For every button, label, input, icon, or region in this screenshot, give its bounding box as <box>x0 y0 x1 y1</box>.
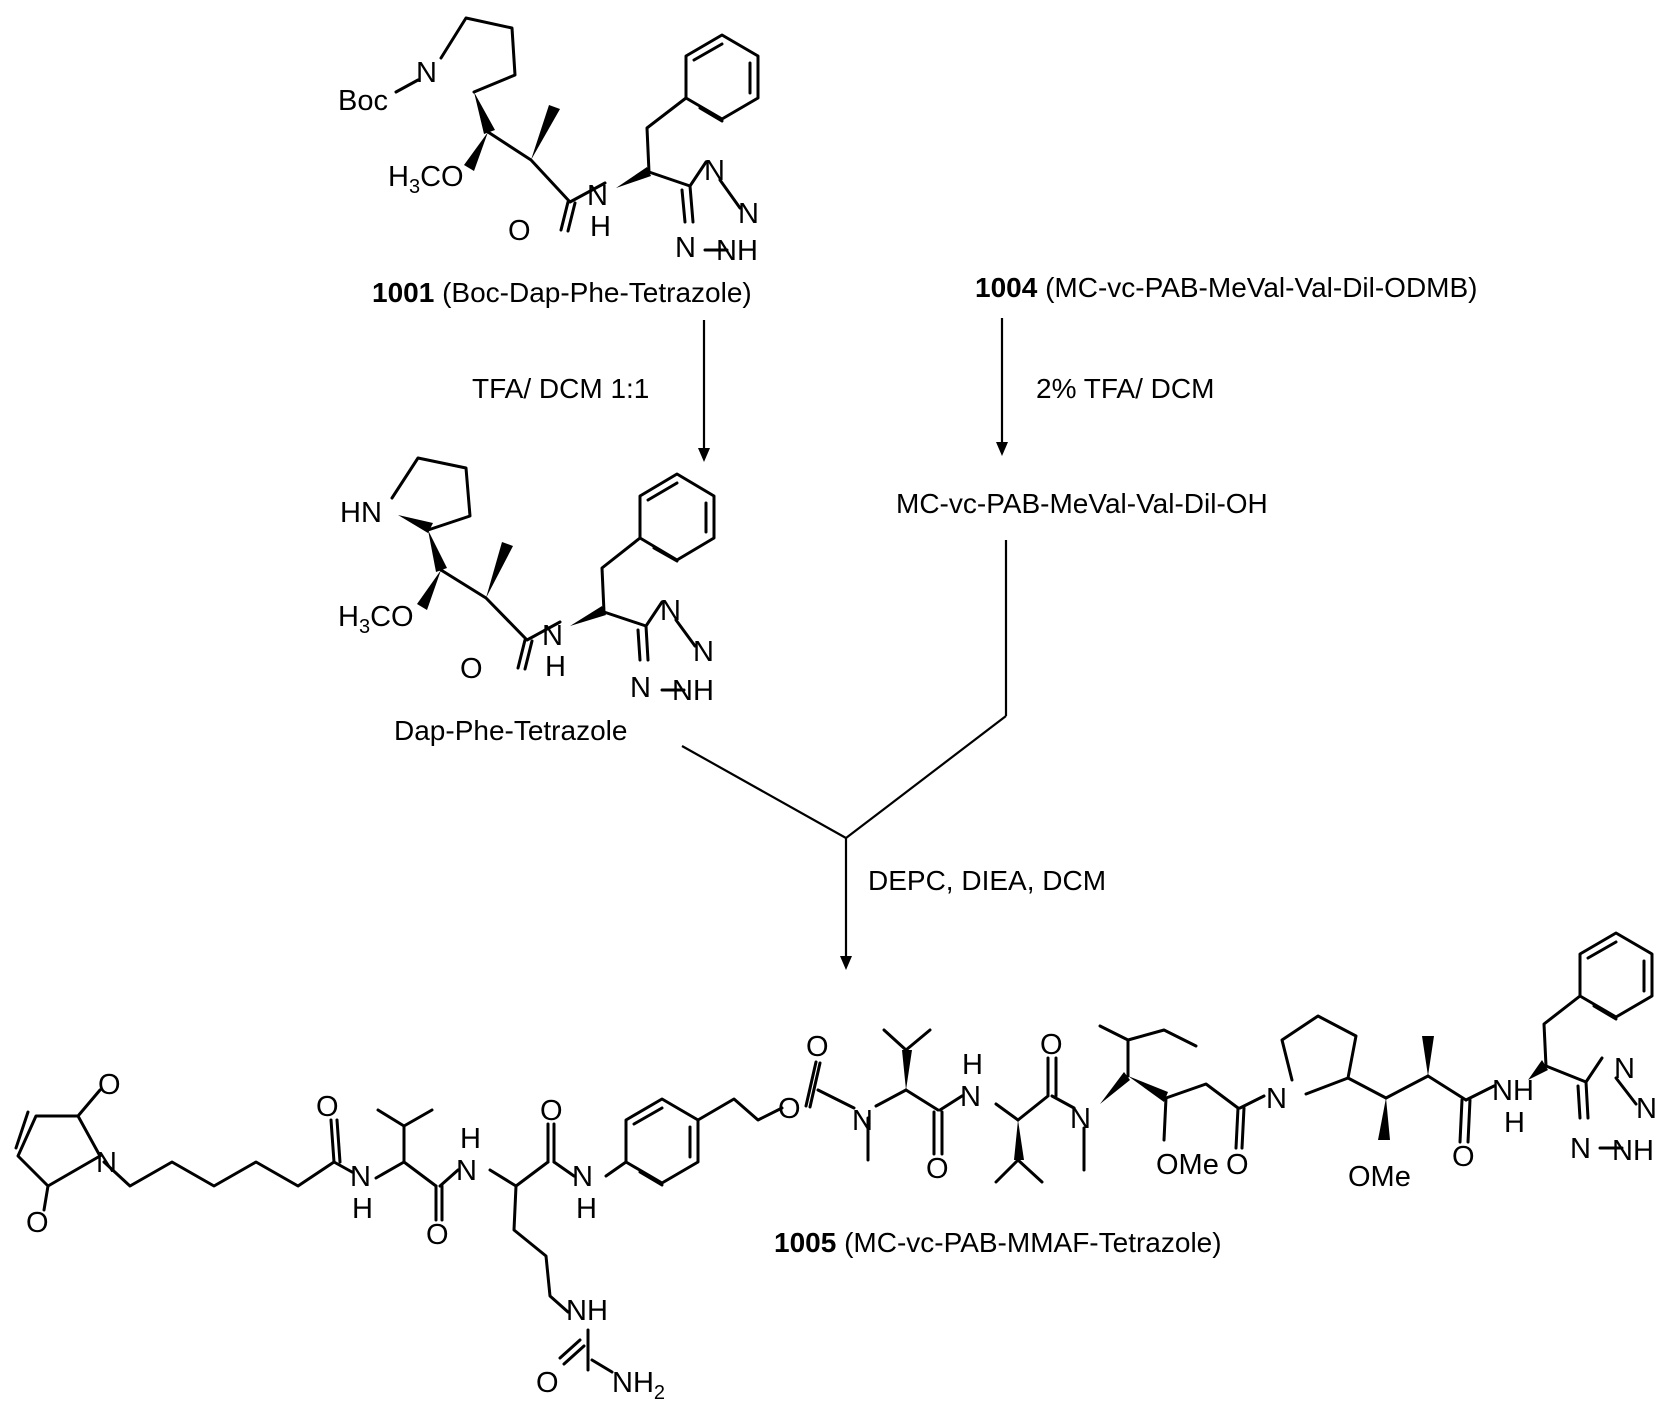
compound-dap-phe-label: Dap-Phe-Tetrazole <box>394 715 627 746</box>
atom-label: O <box>1040 1029 1063 1061</box>
condition-coupling: DEPC, DIEA, DCM <box>868 865 1106 896</box>
arrow-step2 <box>996 318 1008 456</box>
atom-label: H <box>962 1049 983 1081</box>
atom-label: N <box>852 1105 873 1137</box>
condition-step2: 2% TFA/ DCM <box>1036 373 1214 404</box>
condition-step1: TFA/ DCM 1:1 <box>472 373 649 404</box>
atom-label: N <box>704 155 725 187</box>
atom-label: OMe <box>1156 1149 1219 1181</box>
atom-label: O <box>536 1367 559 1399</box>
atom-label: N <box>675 232 696 264</box>
structure-1001 <box>396 18 758 250</box>
atom-label: O <box>1452 1141 1475 1173</box>
atom-label: O <box>460 653 483 685</box>
arrow-coupling <box>682 540 1006 970</box>
atom-label: N <box>738 198 759 230</box>
atom-label: N <box>1070 1103 1091 1135</box>
atom-label: O <box>426 1219 449 1251</box>
atom-label: O <box>26 1207 49 1239</box>
compound-1001-label: 1001 (Boc-Dap-Phe-Tetrazole) <box>372 277 752 308</box>
atom-label: N <box>350 1161 371 1193</box>
atom-label: O <box>806 1031 829 1063</box>
atom-label: N <box>1266 1083 1287 1115</box>
atom-label: NH <box>716 235 758 267</box>
atom-label: N <box>587 180 608 212</box>
compound-acid-label: MC-vc-PAB-MeVal-Val-Dil-OH <box>896 488 1268 519</box>
atom-label: N <box>542 620 563 652</box>
atom-label: O <box>778 1093 801 1125</box>
atom-label: H <box>576 1193 597 1225</box>
methoxy-label: H3CO <box>388 161 464 198</box>
atom-label: H <box>1504 1107 1525 1139</box>
atom-label: NH <box>1612 1135 1654 1167</box>
atom-label: NH <box>566 1295 608 1327</box>
atom-label: O <box>926 1153 949 1185</box>
structure-1005 <box>16 933 1652 1372</box>
atom-label: O <box>98 1069 121 1101</box>
atom-label: O <box>1226 1149 1249 1181</box>
atom-label: HN <box>340 497 382 529</box>
structure-dap-phe-atoms: HN H3CO O N H N N N NH <box>338 497 714 707</box>
atom-label: OMe <box>1348 1161 1411 1193</box>
atom-label: N <box>693 636 714 668</box>
atom-label: H <box>545 651 566 683</box>
atom-label: N <box>630 672 651 704</box>
atom-label: O <box>316 1091 339 1123</box>
atom-label: H <box>352 1193 373 1225</box>
compound-1005-label: 1005 (MC-vc-PAB-MMAF-Tetrazole) <box>774 1227 1222 1258</box>
methoxy-label: H3CO <box>338 601 414 638</box>
atom-label: N <box>1636 1093 1657 1125</box>
atom-label: N <box>96 1147 117 1179</box>
atom-label: H <box>590 211 611 243</box>
atom-label: N <box>1570 1133 1591 1165</box>
arrow-step1 <box>698 320 710 462</box>
atom-label: NH <box>1492 1075 1534 1107</box>
atom-label: N <box>416 57 437 89</box>
atom-label: N <box>572 1161 593 1193</box>
atom-label: H <box>460 1123 481 1155</box>
atom-label: N <box>1614 1053 1635 1085</box>
atom-label: N <box>660 595 681 627</box>
atom-label: N <box>960 1081 981 1113</box>
amine-label: NH2 <box>612 1367 665 1404</box>
atom-label: O <box>540 1095 563 1127</box>
atom-label: NH <box>672 675 714 707</box>
atom-label: N <box>456 1155 477 1187</box>
atom-label: Boc <box>338 85 388 117</box>
atom-label: O <box>508 215 531 247</box>
compound-1004-label: 1004 (MC-vc-PAB-MeVal-Val-Dil-ODMB) <box>975 272 1478 303</box>
